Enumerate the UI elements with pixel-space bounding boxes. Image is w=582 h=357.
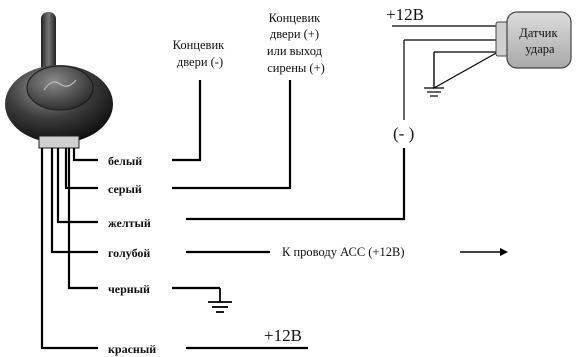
wire-white xyxy=(72,148,98,162)
unit-logo-icon xyxy=(43,79,77,91)
wire-yellow xyxy=(56,148,98,224)
label-yellow: желтый xyxy=(108,216,151,230)
wire-blue xyxy=(50,148,98,254)
control-unit xyxy=(5,12,113,149)
acc-label: К проводу АСС (+12В) xyxy=(282,245,405,259)
label-white: белый xyxy=(108,154,142,168)
sensor-supply-label: +12В xyxy=(386,5,424,24)
ground-icon xyxy=(208,288,232,313)
label-red: красный xyxy=(108,342,156,356)
line-door-plus xyxy=(172,80,292,190)
sensor-label: Датчик удара xyxy=(519,26,560,56)
label-gray: серый xyxy=(108,182,142,196)
sensor-output-label: (- ) xyxy=(393,124,414,143)
antenna xyxy=(41,12,56,74)
line-yellow-to-sensor xyxy=(186,148,406,221)
wire-red xyxy=(40,148,98,350)
sensor-body xyxy=(506,11,572,69)
wire-connector xyxy=(38,135,80,149)
unit-button xyxy=(26,65,94,111)
door-switch-plus-label: Концевик двери (+) или выход сирены (+) xyxy=(267,11,325,75)
line-door-minus xyxy=(172,80,202,162)
label-black: черный xyxy=(108,282,150,296)
shock-sensor: +12В Датчик удара xyxy=(386,5,572,97)
wire-gray xyxy=(64,148,98,190)
red-supply-label: +12В xyxy=(264,326,302,345)
label-blue: голубой xyxy=(108,246,150,260)
sensor-connector xyxy=(495,21,509,57)
door-switch-minus-label: Концевик двери (-) xyxy=(173,38,228,69)
wire-black xyxy=(67,148,98,290)
sensor-ground-icon xyxy=(424,51,498,97)
wires xyxy=(40,148,98,350)
arrow-right-icon xyxy=(460,248,508,256)
